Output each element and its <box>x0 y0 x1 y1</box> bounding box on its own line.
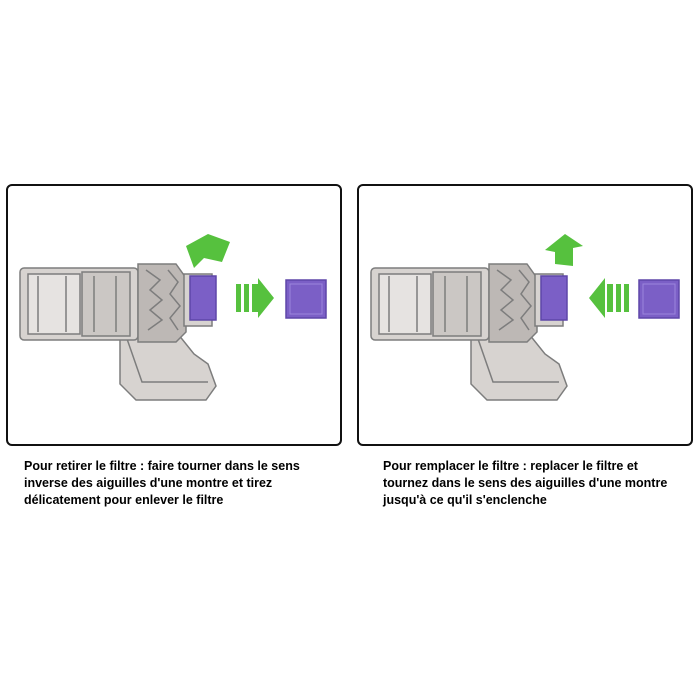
rotate-arrow-icon <box>545 234 583 266</box>
replace-filter-panel <box>357 184 693 446</box>
remove-filter-caption: Pour retirer le filtre : faire tourner d… <box>24 459 300 507</box>
remove-filter-panel <box>6 184 342 446</box>
vacuum-body <box>19 263 217 401</box>
replace-filter-caption: Pour remplacer le filtre : replacer le f… <box>383 459 668 507</box>
rotate-arrow-icon <box>186 234 230 268</box>
push-arrow-icon <box>589 278 629 318</box>
filter-seat <box>189 275 217 321</box>
detached-filter <box>638 279 680 319</box>
filter-seat <box>540 275 568 321</box>
detached-filter <box>285 279 327 319</box>
vacuum-body <box>370 263 568 401</box>
replace-filter-illustration <box>370 234 680 401</box>
pull-arrow-icon <box>236 278 274 318</box>
remove-filter-illustration <box>19 234 327 401</box>
